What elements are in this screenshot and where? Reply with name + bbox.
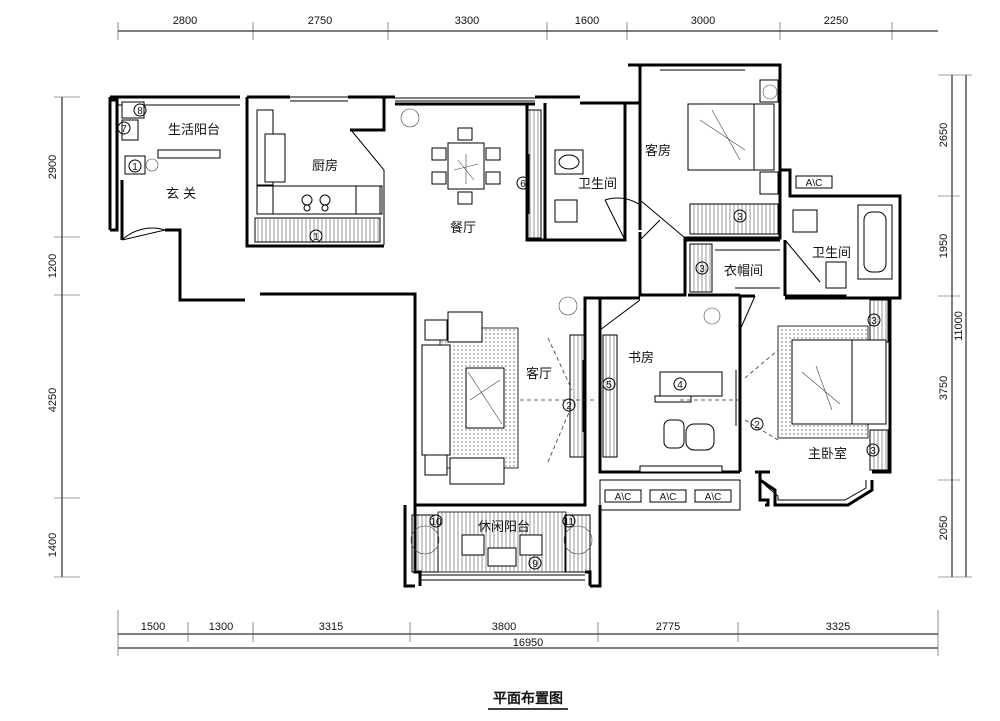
furniture	[121, 79, 893, 567]
walls	[108, 63, 902, 588]
dimension-left: 2900 1200 4250 1400	[47, 96, 80, 578]
tag-9-balcony: 9	[532, 559, 538, 570]
dim-top-2: 2750	[308, 15, 332, 27]
room-foyer: 玄 关	[166, 187, 196, 202]
tag-2-master: 2	[754, 420, 760, 431]
cabinets	[254, 109, 889, 573]
tag-1-balcony: 1	[132, 162, 138, 173]
number-tags: 1 1 2 2 3 3 3 3 4 5 6 7 8 9 10 11	[117, 103, 881, 570]
dim-bottom-4: 3800	[492, 621, 516, 633]
dim-right-3: 3750	[938, 376, 950, 400]
dim-top-4: 1600	[575, 15, 599, 27]
room-master-bedroom: 主卧室	[808, 446, 847, 462]
room-cloakroom: 衣帽间	[724, 263, 763, 279]
dim-left-3: 4250	[47, 388, 59, 412]
dim-right-4: 2050	[938, 516, 950, 540]
drawing-title: 平面布置图	[493, 690, 563, 707]
ac-units: A\C A\C A\C A\C	[604, 175, 833, 503]
tag-3-cloak: 3	[699, 264, 705, 275]
tag-10-plant: 10	[430, 517, 442, 528]
tag-2-living: 2	[566, 401, 572, 412]
windows	[117, 64, 745, 106]
room-leisure-balcony: 休闲阳台	[478, 520, 530, 535]
dimension-right: 2650 1950 3750 2050 11000	[938, 74, 972, 578]
room-bath-2: 卫生间	[812, 246, 851, 261]
ac-label-4: A\C	[806, 178, 823, 189]
tag-6-cabinet: 6	[520, 179, 526, 190]
dim-bottom-1: 1500	[141, 621, 165, 633]
room-dining: 餐厅	[450, 220, 476, 236]
tag-5-shelf: 5	[606, 380, 612, 391]
dim-left-4: 1400	[47, 533, 59, 557]
tag-4-desk: 4	[677, 380, 683, 391]
tag-11-plant: 11	[564, 517, 575, 528]
tag-3-guest: 3	[737, 212, 743, 223]
dimension-bottom: 1500 1300 3315 3800 2775 3325 16950	[117, 610, 939, 656]
dim-bottom-5: 2775	[656, 621, 680, 633]
tag-3-master-top: 3	[871, 316, 877, 327]
tag-8-appliance: 8	[137, 106, 143, 117]
dim-bottom-6: 3325	[826, 621, 850, 633]
tag-7-washer: 7	[121, 124, 127, 135]
dim-left-1: 2900	[47, 155, 59, 179]
room-kitchen: 厨房	[312, 158, 338, 174]
room-study: 书房	[628, 350, 654, 366]
dim-top-3: 3300	[455, 15, 479, 27]
dim-bottom-2: 1300	[209, 621, 233, 633]
dim-right-total: 11000	[953, 311, 965, 341]
dim-bottom-3: 3315	[319, 621, 343, 633]
dimension-top: 2800 2750 3300 1600 3000 2250	[117, 15, 938, 40]
dim-top-1: 2800	[173, 15, 197, 27]
room-labels: 生活阳台 玄 关 厨房 餐厅 卫生间 客房 卫生间 衣帽间 客厅 书房 主卧室 …	[166, 123, 851, 535]
tag-1-kitchen: 1	[313, 232, 319, 243]
ac-label-1: A\C	[615, 492, 632, 503]
dim-right-1: 2650	[938, 123, 950, 147]
dim-right-2: 1950	[938, 234, 950, 258]
room-bath-1: 卫生间	[578, 177, 617, 192]
ac-label-2: A\C	[660, 492, 677, 503]
room-utility-balcony: 生活阳台	[168, 123, 220, 138]
tag-3-master-bottom: 3	[870, 446, 876, 457]
dim-top-6: 2250	[824, 15, 848, 27]
room-guest: 客房	[645, 143, 671, 159]
dim-top-5: 3000	[691, 15, 715, 27]
dim-left-2: 1200	[47, 254, 59, 278]
room-living: 客厅	[526, 366, 552, 382]
ac-label-3: A\C	[705, 492, 722, 503]
sight-lines	[520, 337, 779, 463]
dim-bottom-total: 16950	[513, 637, 544, 649]
